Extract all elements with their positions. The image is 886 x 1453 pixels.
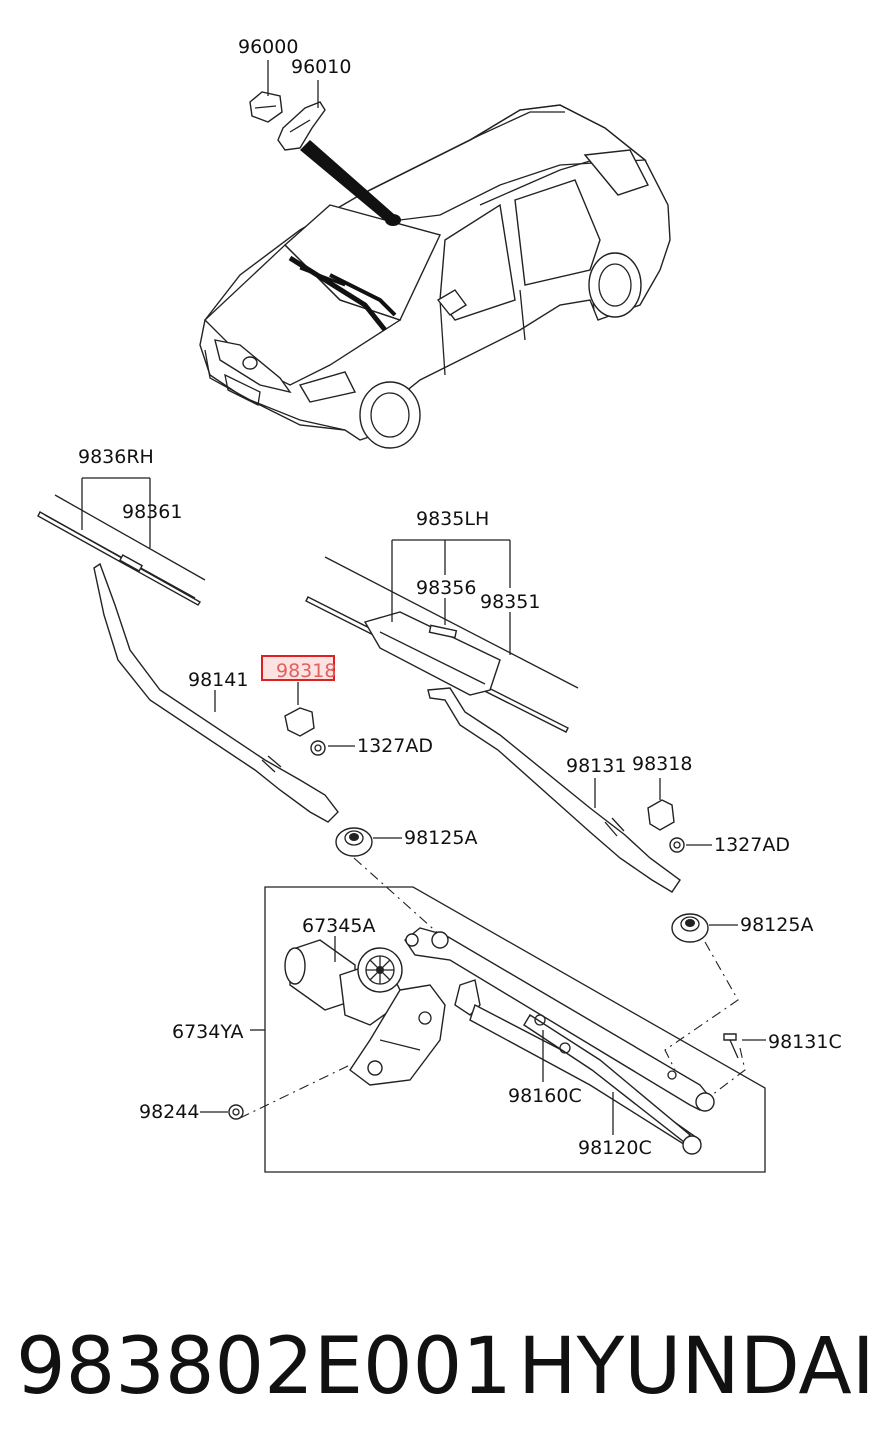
rh-arm-cap-icon (284, 707, 315, 737)
rh-wiper-blade-icon (37, 494, 206, 606)
label-rh-nut: 1327AD (357, 735, 433, 757)
linkage-assy-frame (264, 886, 766, 1173)
lh-nut-icon (669, 837, 685, 853)
washer-hose-icon (277, 101, 326, 151)
label-rh-blade-assy: 9836RH (78, 446, 154, 468)
label-link-2: 98120C (578, 1137, 652, 1159)
washer-nozzle-icon (249, 91, 283, 123)
bolt-icon (723, 1033, 739, 1059)
lh-wiper-arm-icon (427, 687, 681, 893)
label-lh-refill: 98351 (480, 591, 540, 613)
label-grommet: 98244 (139, 1101, 199, 1123)
label-link-1: 98160C (508, 1085, 582, 1107)
rh-wiper-arm-icon (93, 562, 339, 823)
motor-bracket-icon (349, 984, 446, 1086)
label-cap-highlighted: 98318 (276, 660, 336, 682)
label-washer-hose: 96010 (291, 56, 351, 78)
wiper-motor-icon (284, 939, 406, 1026)
label-rh-arm: 98141 (188, 669, 248, 691)
rh-pivot-cap-icon (335, 827, 373, 857)
lh-arm-cap-icon (647, 799, 675, 831)
label-washer-nozzle: 96000 (238, 36, 298, 58)
footer-brand: HYUNDAI (518, 1322, 875, 1412)
label-linkage-assy: 6734YA (172, 1021, 243, 1043)
rh-nut-icon (310, 740, 326, 756)
label-lh-blade-part: 98356 (416, 577, 476, 599)
grommet-icon (228, 1104, 244, 1120)
label-lh-arm: 98131 (566, 755, 626, 777)
highlight-box (261, 655, 335, 681)
lh-pivot-cap-icon (671, 913, 709, 943)
label-lh-nut: 1327AD (714, 834, 790, 856)
vehicle-illustration (199, 104, 671, 449)
label-rh-refill: 98361 (122, 501, 182, 523)
lh-wiper-blade-icon (305, 556, 579, 733)
label-lh-blade-assy: 9835LH (416, 508, 489, 530)
label-bolt: 98131C (768, 1031, 842, 1053)
label-rh-pivot-cap: 98125A (404, 827, 477, 849)
label-lh-cap: 98318 (632, 753, 692, 775)
footer-part-number: 983802E001 (16, 1322, 512, 1412)
linkage-bars-icon (404, 927, 715, 1155)
label-lh-pivot-cap: 98125A (740, 914, 813, 936)
label-motor: 67345A (302, 915, 375, 937)
